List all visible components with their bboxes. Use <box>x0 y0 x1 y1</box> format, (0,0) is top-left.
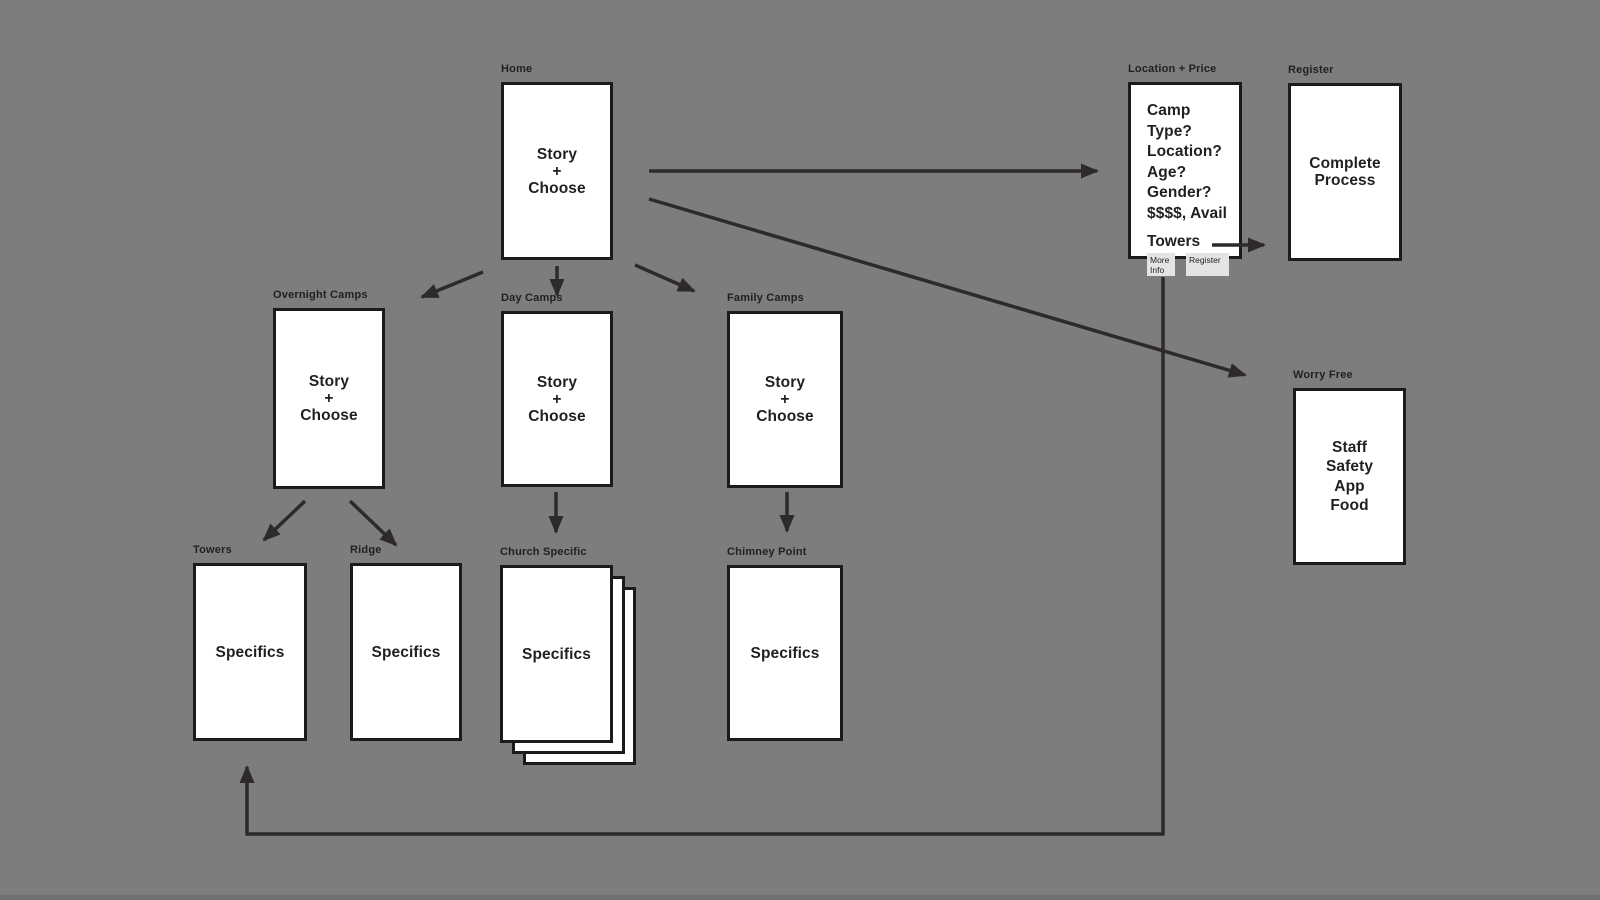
location-price-buttons: More Info Register <box>1147 253 1233 276</box>
node-ridge-box: Specifics <box>350 563 462 741</box>
location-price-questions: Camp Type? Location? Age? Gender? $$$$, … <box>1147 102 1228 222</box>
node-towers-label: Towers <box>193 544 232 556</box>
node-overnight-camps-label: Overnight Camps <box>273 289 368 301</box>
node-day-camps-content: Story + Choose <box>528 373 586 425</box>
node-worry-free: Worry Free Staff Safety App Food <box>1293 368 1406 565</box>
node-location-price: Location + Price Camp Type? Location? Ag… <box>1128 62 1242 276</box>
node-ridge: Ridge Specifics <box>350 543 462 741</box>
node-towers-content: Specifics <box>215 643 285 661</box>
node-overnight-camps: Overnight Camps Story + Choose <box>273 288 385 489</box>
node-worry-free-content: Staff Safety App Food <box>1325 438 1374 515</box>
node-church-specific-box: Specifics <box>500 565 613 743</box>
register-button: Register <box>1186 253 1229 276</box>
node-home: Home Story + Choose <box>501 62 613 260</box>
node-location-price-box: Camp Type? Location? Age? Gender? $$$$, … <box>1128 82 1242 276</box>
node-register-box: Complete Process <box>1288 83 1402 261</box>
node-church-specific: Church Specific Specifics <box>500 545 636 765</box>
node-church-specific-content: Specifics <box>522 645 591 663</box>
node-church-specific-label: Church Specific <box>500 546 587 558</box>
more-info-button: More Info <box>1147 253 1175 276</box>
node-chimney-point-box: Specifics <box>727 565 843 741</box>
bottom-edge-strip <box>0 895 1600 900</box>
node-register: Register Complete Process <box>1288 63 1402 261</box>
node-towers-box: Specifics <box>193 563 307 741</box>
node-ridge-content: Specifics <box>371 643 441 661</box>
edge-overnight-to-ridge <box>348 499 398 547</box>
node-overnight-camps-box: Story + Choose <box>273 308 385 489</box>
node-chimney-point: Chimney Point Specifics <box>727 545 843 741</box>
node-day-camps-label: Day Camps <box>501 292 563 304</box>
node-location-price-label: Location + Price <box>1128 63 1217 75</box>
node-register-label: Register <box>1288 64 1334 76</box>
node-register-content: Complete Process <box>1309 155 1381 189</box>
node-ridge-label: Ridge <box>350 544 382 556</box>
edge-home-to-overnight-camps <box>420 270 484 299</box>
node-home-label: Home <box>501 63 533 75</box>
node-worry-free-label: Worry Free <box>1293 369 1353 381</box>
node-home-content: Story + Choose <box>528 145 586 197</box>
edge-overnight-to-towers <box>262 499 307 542</box>
church-specific-stack: Specifics <box>500 565 636 765</box>
node-overnight-camps-content: Story + Choose <box>300 373 358 424</box>
node-family-camps-box: Story + Choose <box>727 311 843 488</box>
location-price-heading: Towers <box>1147 233 1201 250</box>
node-day-camps: Day Camps Story + Choose <box>501 291 613 487</box>
node-day-camps-box: Story + Choose <box>501 311 613 487</box>
edge-home-to-family-camps <box>634 263 696 293</box>
node-chimney-point-label: Chimney Point <box>727 546 807 558</box>
node-worry-free-box: Staff Safety App Food <box>1293 388 1406 565</box>
node-family-camps-label: Family Camps <box>727 292 804 304</box>
node-chimney-point-content: Specifics <box>750 644 820 662</box>
node-towers: Towers Specifics <box>193 543 307 741</box>
node-family-camps: Family Camps Story + Choose <box>727 291 843 488</box>
node-home-box: Story + Choose <box>501 82 613 260</box>
node-family-camps-content: Story + Choose <box>756 374 814 425</box>
